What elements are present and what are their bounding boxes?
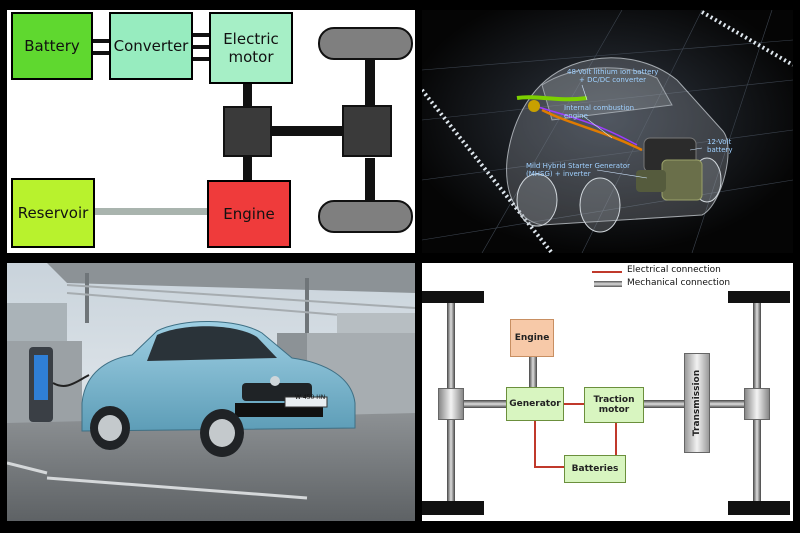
transmission-box: Transmission <box>684 353 710 453</box>
connector-converter-motor-mid <box>191 45 211 49</box>
tire-rear-left <box>422 501 484 515</box>
tire-front-right <box>728 291 790 303</box>
wire-motor-down <box>615 423 617 455</box>
differential-block <box>342 105 392 157</box>
mild-hybrid-car-render <box>422 10 793 253</box>
wire-to-batteries <box>534 466 566 468</box>
suv-charging-photo <box>7 263 415 521</box>
connector-converter-motor-bottom <box>191 57 211 61</box>
shaft-engine-generator <box>529 356 537 388</box>
shaft-transmission-right <box>710 400 744 408</box>
batteries-box: Batteries <box>564 455 626 483</box>
gearbox-block <box>223 106 272 157</box>
tire-front-left <box>422 291 484 303</box>
shaft-gearbox-engine <box>243 156 252 182</box>
axle-rear <box>365 158 375 204</box>
fuel-line <box>93 208 209 215</box>
differential-left <box>438 388 464 420</box>
tire-rear-right <box>728 501 790 515</box>
connector-battery-converter-top <box>91 39 111 43</box>
axle-front <box>365 58 375 106</box>
legend-mechanical-label: Mechanical connection <box>627 278 731 288</box>
panel-charging-suv-photo: W-450 HN <box>7 263 415 521</box>
shaft-motor-transmission <box>644 400 684 408</box>
label-48v-battery: 48-Volt lithium ion battery+ DC/DC conve… <box>567 68 659 85</box>
legend-electrical-line <box>592 271 622 273</box>
converter-block: Converter <box>109 12 193 80</box>
rear-wheel <box>318 200 413 233</box>
transmission-label: Transmission <box>692 369 702 437</box>
wire-generator-down <box>534 421 536 467</box>
generator-box: Generator <box>506 387 564 421</box>
connector-battery-converter-bottom <box>91 51 111 55</box>
shaft-motor-gearbox <box>243 84 252 108</box>
reservoir-block: Reservoir <box>11 178 95 248</box>
front-wheel <box>318 27 413 60</box>
panel-series-hybrid-schematic: Electrical connection Mechanical connect… <box>422 263 793 521</box>
wire-generator-motor <box>564 403 584 405</box>
license-plate: W-450 HN <box>295 394 326 401</box>
label-mhsg-inverter: Mild Hybrid Starter Generator(MHSG) + in… <box>526 162 630 179</box>
shaft-gearbox-differential <box>270 126 344 136</box>
engine-box: Engine <box>510 319 554 357</box>
panel-mild-hybrid-render: 48-Volt lithium ion battery+ DC/DC conve… <box>422 10 793 253</box>
legend-electrical-label: Electrical connection <box>627 265 721 275</box>
connector-converter-motor-top <box>191 33 211 37</box>
battery-block: Battery <box>11 12 93 80</box>
shaft-left-generator <box>464 400 506 408</box>
legend-mechanical-bar <box>594 281 622 287</box>
differential-right <box>744 388 770 420</box>
engine-block: Engine <box>207 180 291 248</box>
